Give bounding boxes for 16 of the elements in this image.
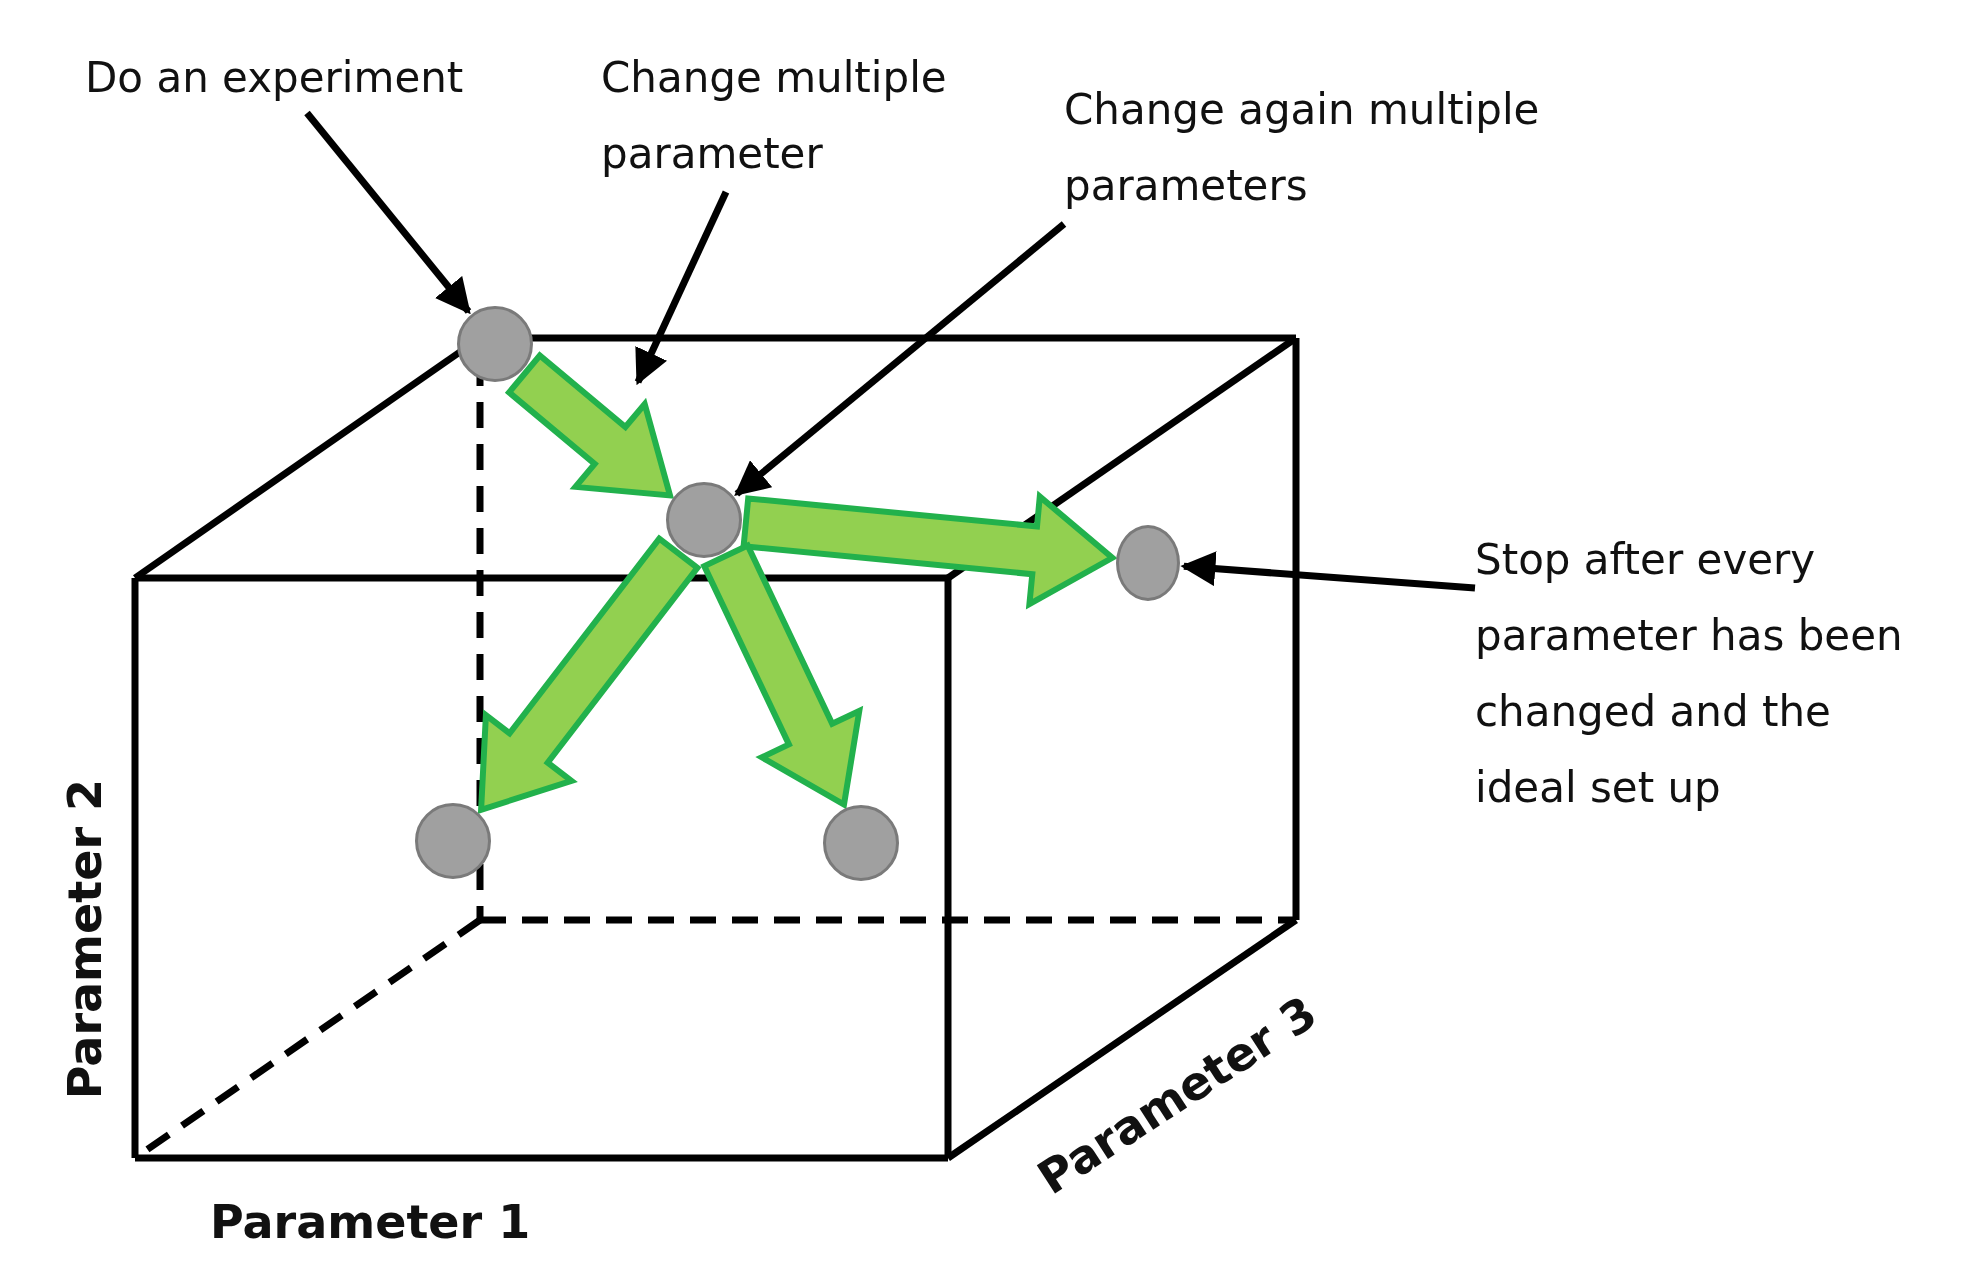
- callout-text: Stop after every parameter has been changed and the ideal set up: [1475, 522, 1945, 826]
- arrow: [634, 190, 730, 386]
- arrow: [477, 534, 702, 814]
- arrow: [700, 541, 864, 810]
- experiment-point: [457, 306, 533, 382]
- arrow: [1180, 551, 1476, 592]
- callout-text: Do an experiment: [85, 40, 545, 116]
- arrow: [740, 490, 1118, 610]
- arrow: [734, 221, 1067, 497]
- arrow: [504, 351, 675, 499]
- axis-label: Parameter 1: [210, 1195, 531, 1249]
- callout-text: Change multiple parameter: [601, 40, 1031, 192]
- axis-label: Parameter 2: [58, 778, 113, 1100]
- experiment-point: [666, 482, 742, 558]
- callout-text: Change again multiple parameters: [1064, 72, 1624, 224]
- arrow: [304, 110, 472, 315]
